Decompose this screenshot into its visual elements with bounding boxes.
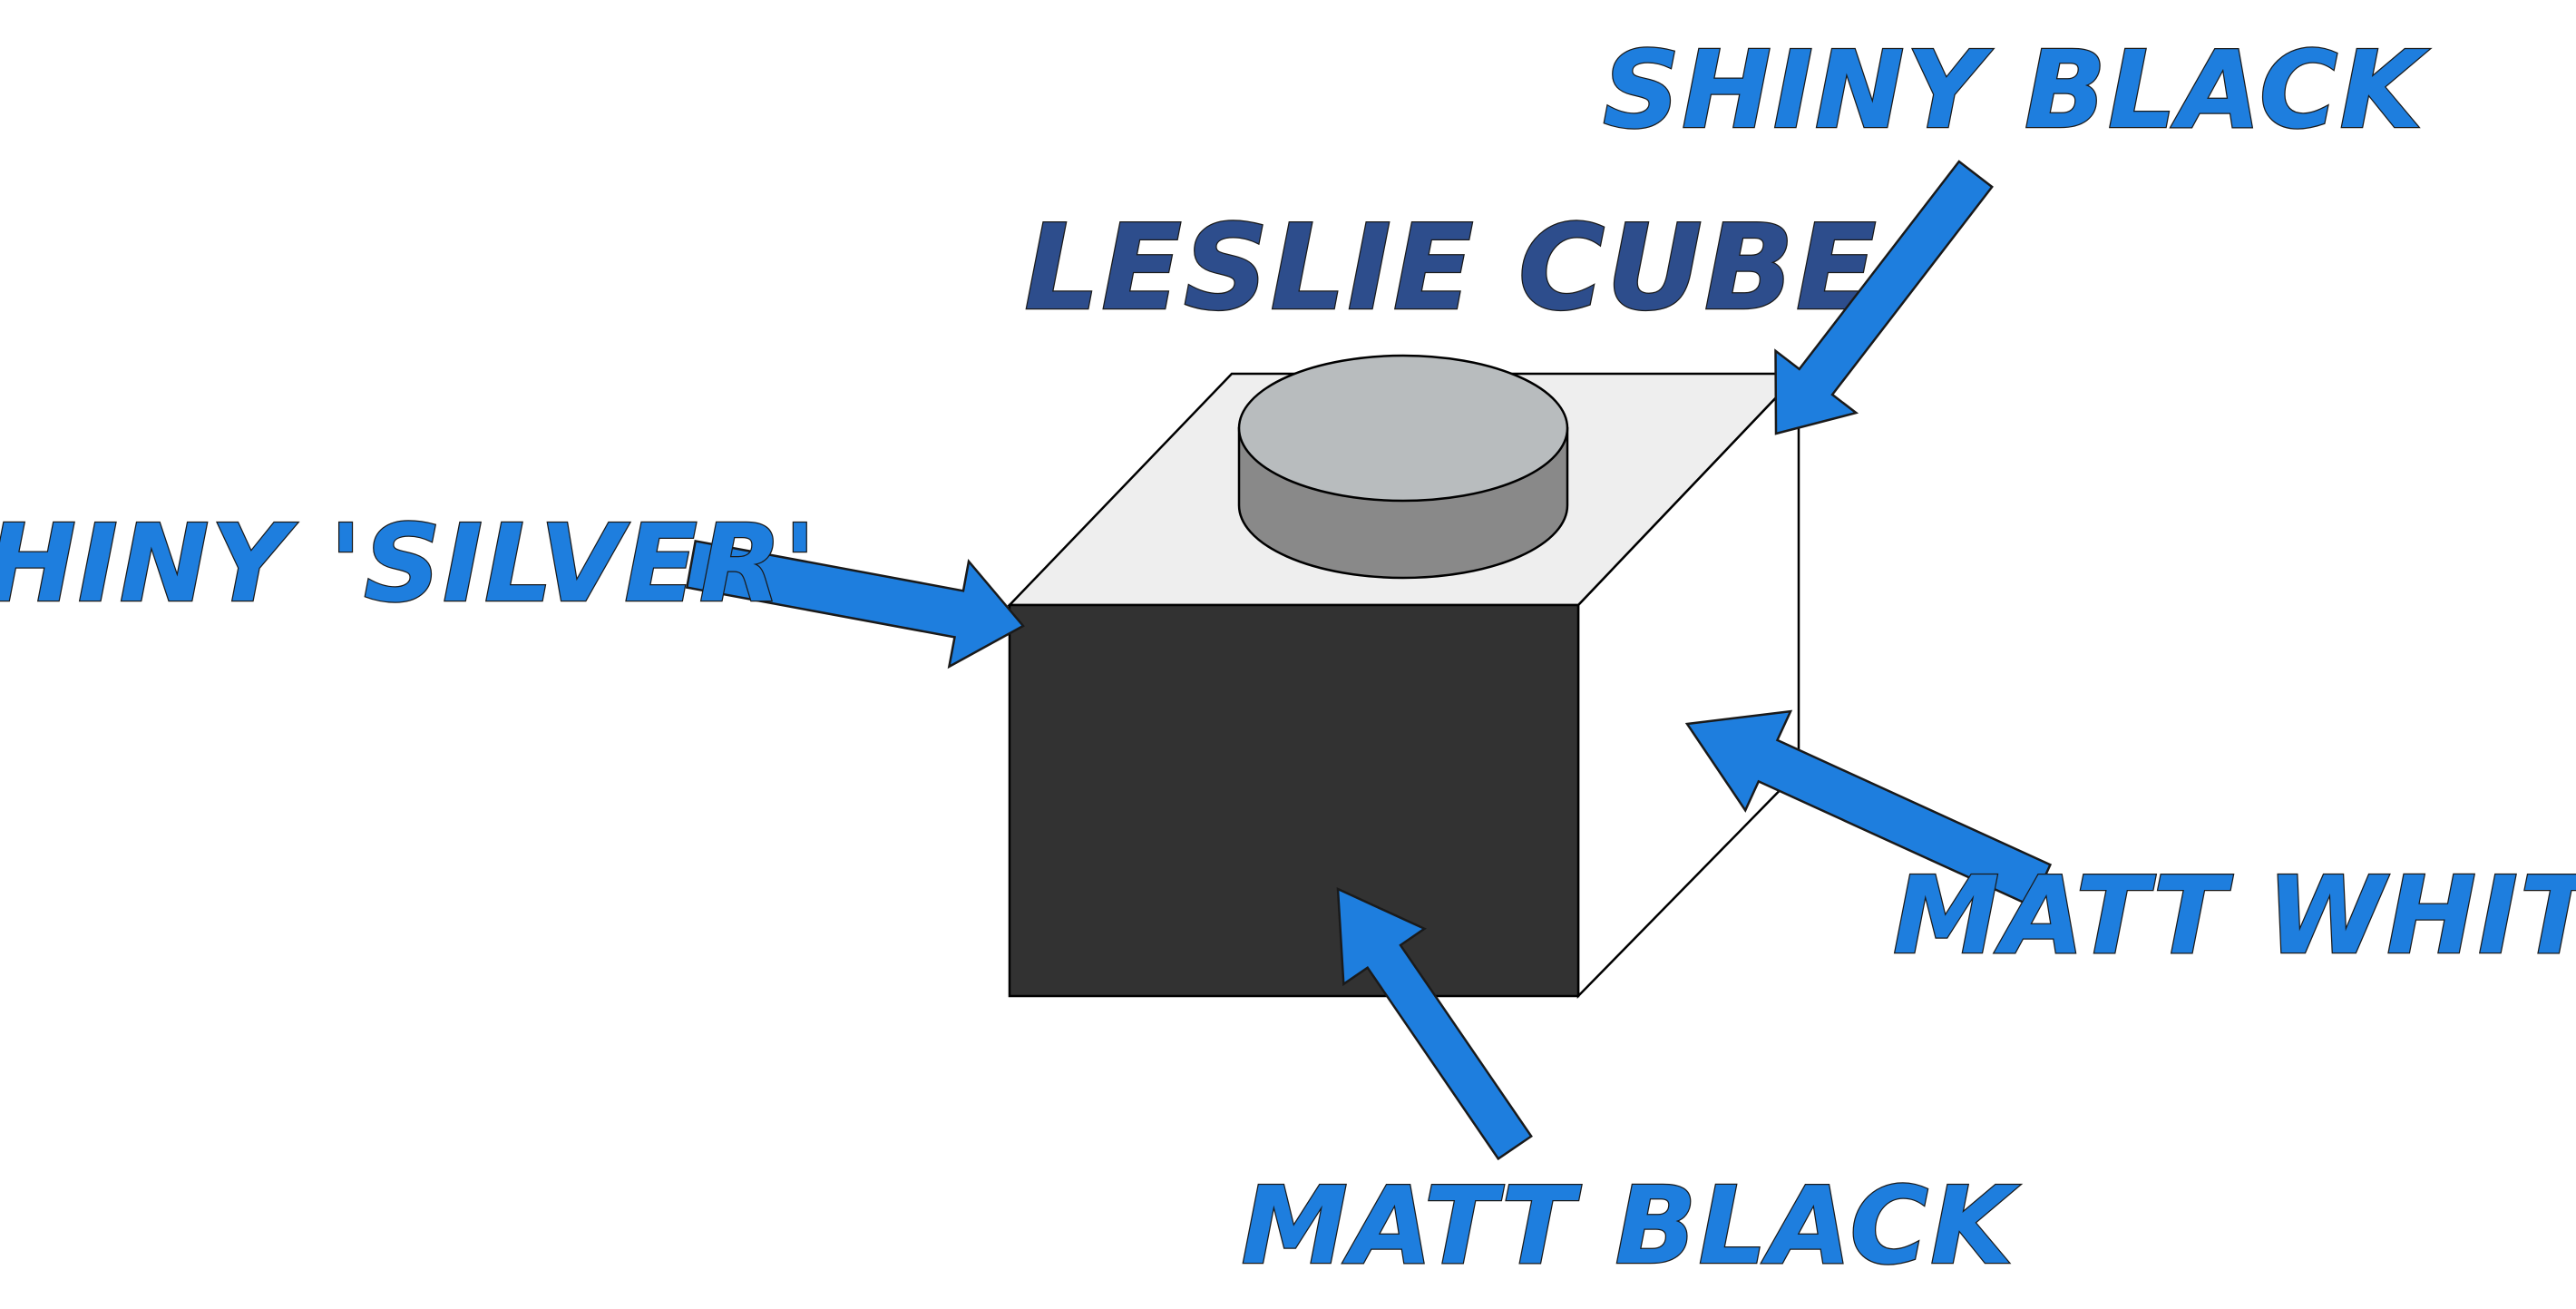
arrows — [685, 160, 2053, 1161]
label-shiny-black: SHINY BLACK — [1603, 27, 2429, 152]
cylinder-top-shiny-black — [1237, 354, 1569, 503]
label-matt-white: MATT WHITE — [1893, 853, 2576, 978]
cube-front-face-matt-black — [1008, 603, 1580, 998]
diagram-title: LESLIE CUBE — [1024, 199, 1878, 337]
arrow-shiny-black — [1774, 160, 1994, 435]
label-matt-black: MATT BLACK — [1241, 1163, 2020, 1288]
arrow-matt-white — [1684, 709, 2053, 908]
cylinder — [1237, 354, 1569, 580]
arrow-shiny-silver — [685, 539, 1025, 669]
arrow-matt-black — [1336, 886, 1533, 1161]
label-shiny-silver: SHINY 'SILVER' — [0, 501, 818, 626]
